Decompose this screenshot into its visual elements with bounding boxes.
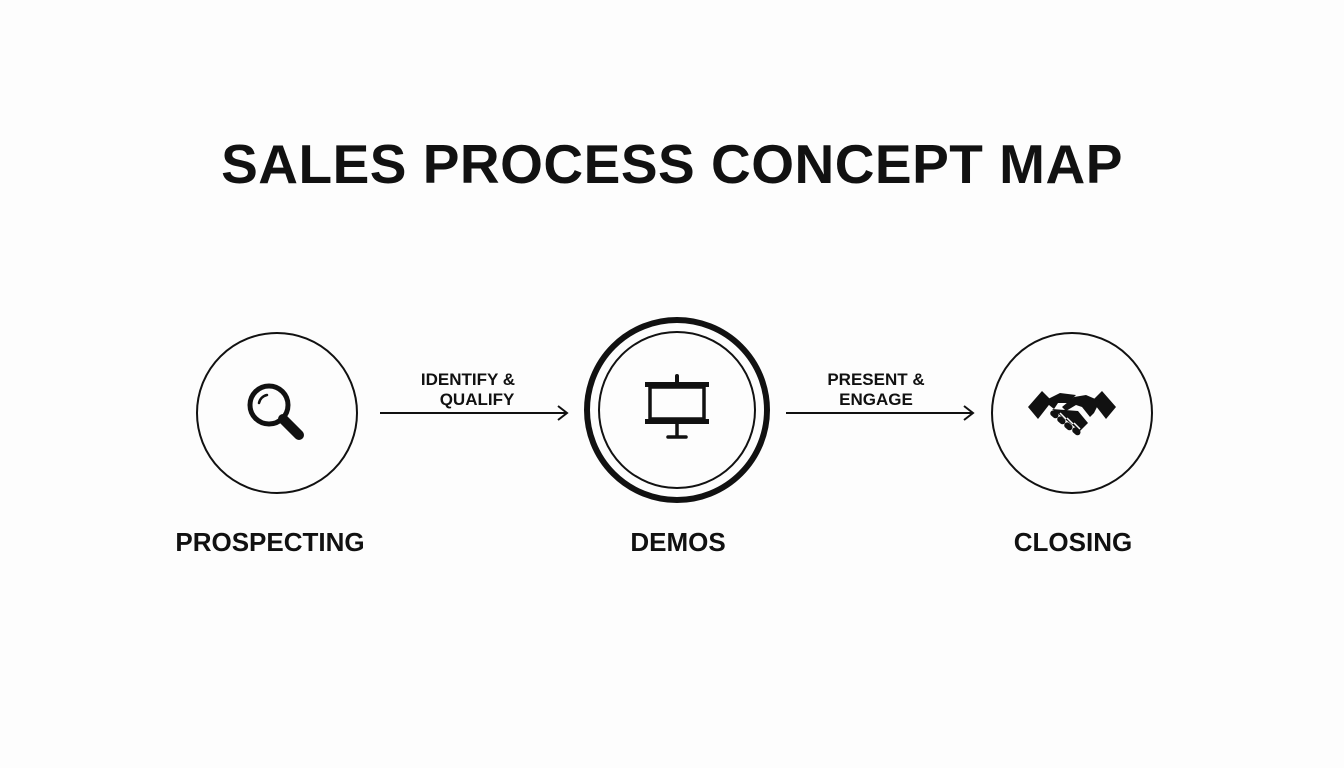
stage-node-prospecting [196,332,358,494]
diagram-title: SALES PROCESS CONCEPT MAP [221,133,1123,195]
stage-label-closing: CLOSING [1013,527,1133,557]
connector-label-identify-qualify: IDENTIFY & QUALIFY [378,370,558,410]
connector-label-line: PRESENT & [827,370,925,389]
stage-node-demos-inner-ring [598,331,756,489]
magnifying-glass-icon [247,383,304,440]
connector-label-line: QUALIFY [439,390,515,409]
connector-label-present-engage: PRESENT & ENGAGE [786,370,966,410]
connector-label-line: IDENTIFY & [420,370,516,389]
stage-label-prospecting: PROSPECTING [175,527,365,557]
arrow-demos-to-closing [786,405,975,421]
handshake-icon [1028,391,1116,436]
arrow-prospecting-to-demos [380,405,569,421]
presentation-screen-icon [645,374,709,439]
connector-label-line: ENGAGE [839,390,913,409]
stage-label-demos: DEMOS [630,527,726,557]
stage-node-closing [991,332,1153,494]
stage-node-demos [584,317,770,503]
